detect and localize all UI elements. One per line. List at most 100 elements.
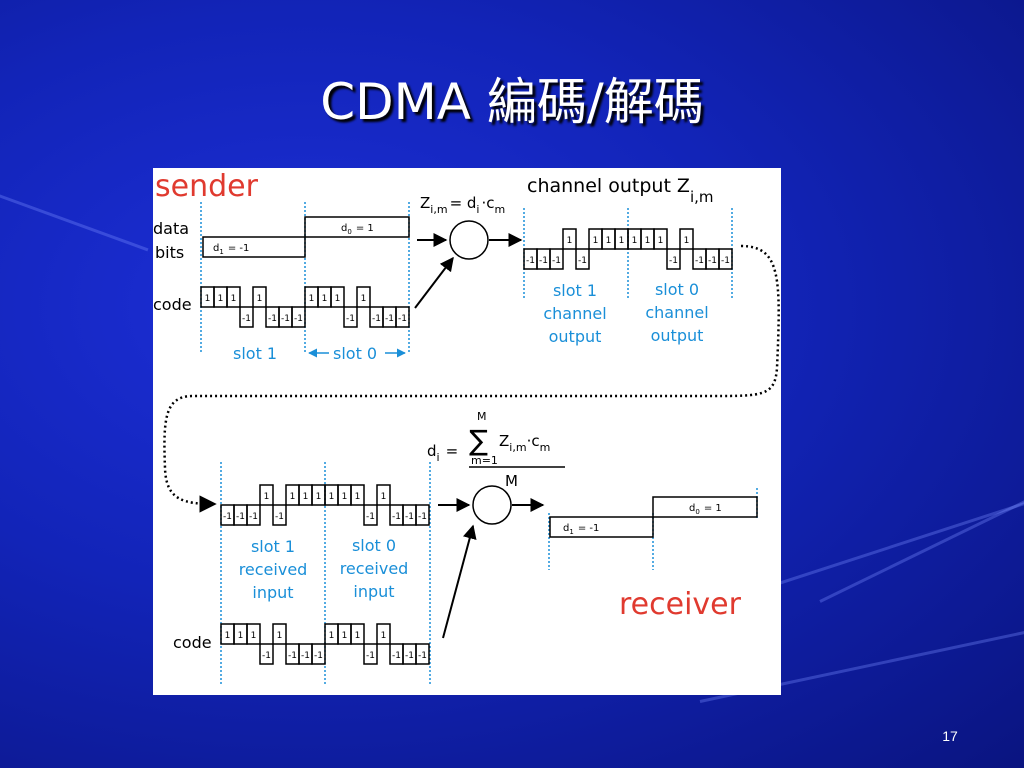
recovered-d1-label: d1= -1 bbox=[563, 523, 599, 536]
slot1-channel-output-line1: slot 1 bbox=[553, 281, 597, 300]
chip-value-label: -1 bbox=[695, 256, 704, 266]
chip-mark bbox=[718, 248, 733, 270]
chip-value-label: -1 bbox=[262, 651, 271, 661]
chip-mark bbox=[653, 228, 668, 250]
chip-value-label: -1 bbox=[366, 512, 375, 522]
background-streak bbox=[0, 180, 149, 252]
chip-value-label: -1 bbox=[578, 256, 587, 266]
chip-value-label: 1 bbox=[355, 492, 361, 502]
encode-multiplier-circle bbox=[449, 220, 489, 260]
data-bit-d1-box bbox=[202, 236, 306, 258]
chip-value-label: 1 bbox=[381, 492, 387, 502]
chip-mark bbox=[376, 484, 391, 506]
sender-code-label: code bbox=[153, 295, 192, 314]
chip-mark bbox=[350, 623, 365, 645]
chip-value-label: 1 bbox=[225, 631, 231, 641]
chip-value-label: 1 bbox=[684, 236, 690, 246]
chip-value-label: -1 bbox=[301, 651, 310, 661]
chip-value-label: 1 bbox=[606, 236, 612, 246]
chip-value-label: -1 bbox=[539, 256, 548, 266]
d0-label: d0= 1 bbox=[341, 223, 374, 236]
chip-value-label: -1 bbox=[372, 314, 381, 324]
chip-mark bbox=[272, 623, 287, 645]
background-streak bbox=[819, 486, 1024, 603]
chip-value-label: 1 bbox=[277, 631, 283, 641]
chip-value-label: -1 bbox=[392, 651, 401, 661]
slide-title: CDMA 編碼/解碼 bbox=[320, 73, 704, 131]
chip-value-label: -1 bbox=[236, 512, 245, 522]
chip-mark bbox=[272, 504, 287, 526]
chip-value-label: 1 bbox=[251, 631, 257, 641]
chip-value-label: -1 bbox=[249, 512, 258, 522]
chip-value-label: -1 bbox=[721, 256, 730, 266]
chip-value-label: 1 bbox=[316, 492, 322, 502]
chip-value-label: 1 bbox=[303, 492, 309, 502]
chip-value-label: -1 bbox=[346, 314, 355, 324]
slot1-received-input-line1: slot 1 bbox=[251, 537, 295, 556]
slot0-received-input-line3: input bbox=[353, 582, 394, 601]
chip-value-label: -1 bbox=[385, 314, 394, 324]
chip-mark bbox=[226, 286, 241, 308]
slot1-channel-output-line3: output bbox=[549, 327, 602, 346]
chip-mark bbox=[291, 306, 306, 328]
chip-value-label: 1 bbox=[567, 236, 573, 246]
chip-value-label: 1 bbox=[329, 492, 335, 502]
chip-mark bbox=[549, 248, 564, 270]
chip-value-label: -1 bbox=[281, 314, 290, 324]
recovered-d0-label: d0= 1 bbox=[689, 503, 722, 516]
chip-mark bbox=[259, 643, 274, 665]
decode-sum-lower: m=1 bbox=[471, 454, 498, 467]
chip-value-label: -1 bbox=[669, 256, 678, 266]
sender-slot1-label: slot 1 bbox=[233, 344, 277, 363]
channel-output-label: channel output Zi,m bbox=[527, 175, 714, 206]
chip-value-label: 1 bbox=[342, 631, 348, 641]
chip-value-label: -1 bbox=[418, 651, 427, 661]
recovered-d0-box bbox=[652, 496, 758, 518]
chip-value-label: -1 bbox=[288, 651, 297, 661]
slot0-received-input-line1: slot 0 bbox=[352, 536, 396, 555]
receiver-code-label: code bbox=[173, 633, 212, 652]
slot0-received-input-line2: received bbox=[340, 559, 409, 578]
chip-mark bbox=[356, 286, 371, 308]
chip-mark bbox=[415, 504, 430, 526]
chip-value-label: 1 bbox=[335, 294, 341, 304]
recovered-d1-box bbox=[549, 516, 654, 538]
receiver-label: receiver bbox=[619, 587, 742, 622]
chip-mark bbox=[252, 286, 267, 308]
chip-value-label: 1 bbox=[238, 631, 244, 641]
chip-value-label: 1 bbox=[619, 236, 625, 246]
decode-formula-term: Zi,m·cm bbox=[499, 432, 550, 454]
slot1-received-input-line2: received bbox=[239, 560, 308, 579]
chip-value-label: 1 bbox=[342, 492, 348, 502]
chip-value-label: 1 bbox=[205, 294, 211, 304]
chip-value-label: -1 bbox=[405, 512, 414, 522]
chip-mark bbox=[311, 643, 326, 665]
chip-mark bbox=[330, 286, 345, 308]
chip-value-label: -1 bbox=[552, 256, 561, 266]
chip-mark bbox=[363, 504, 378, 526]
chip-value-label: 1 bbox=[593, 236, 599, 246]
chip-value-label: 1 bbox=[264, 492, 270, 502]
data-bit-d0-box bbox=[304, 216, 410, 238]
sender-label: sender bbox=[155, 169, 259, 204]
chip-mark bbox=[575, 248, 590, 270]
chip-value-label: -1 bbox=[526, 256, 535, 266]
chip-value-label: 1 bbox=[231, 294, 237, 304]
chip-mark bbox=[350, 484, 365, 506]
chip-mark bbox=[246, 504, 261, 526]
slot1-received-input-line3: input bbox=[252, 583, 293, 602]
chip-mark bbox=[239, 306, 254, 328]
chip-mark bbox=[376, 623, 391, 645]
decode-formula: di= M ∑ m=1 Zi,m·cm M bbox=[427, 410, 565, 490]
page-number: 17 bbox=[942, 728, 958, 744]
chip-value-label: 1 bbox=[218, 294, 224, 304]
chip-value-label: 1 bbox=[290, 492, 296, 502]
chip-value-label: -1 bbox=[366, 651, 375, 661]
chip-mark bbox=[666, 248, 681, 270]
code-to-multiplier-arrow bbox=[414, 256, 454, 309]
decode-denominator: M bbox=[505, 472, 518, 490]
